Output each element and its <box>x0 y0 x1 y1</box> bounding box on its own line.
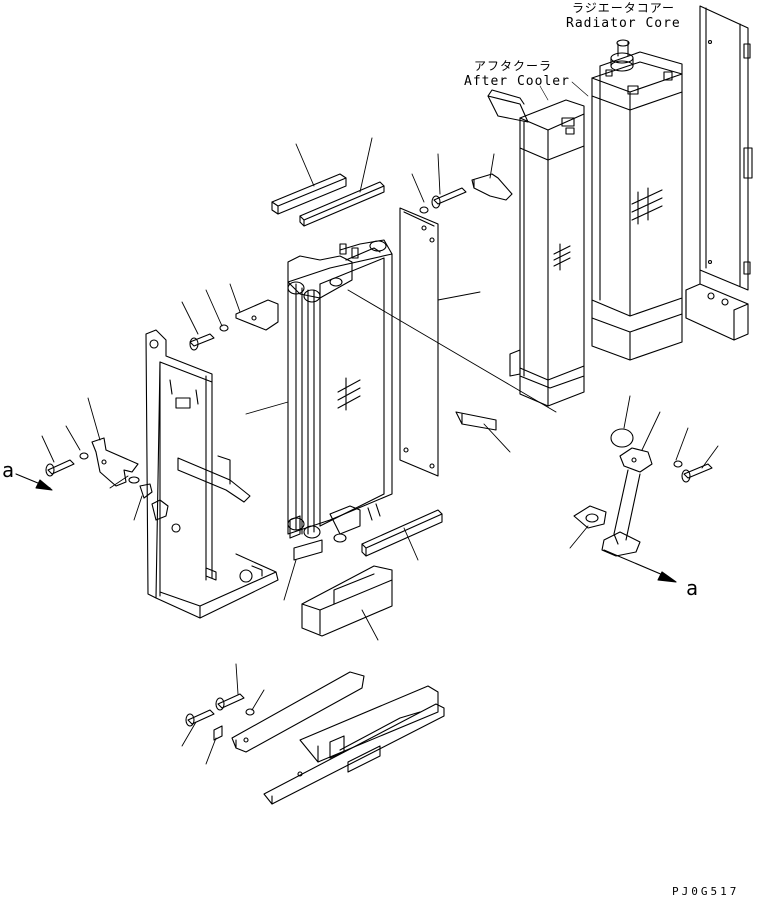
after-cooler <box>487 89 585 407</box>
rubber-block <box>301 565 393 637</box>
baffle-plate <box>399 207 439 477</box>
reference-mark-right: a <box>686 576 699 600</box>
reference-arrows <box>15 473 677 583</box>
radiator-assembly <box>287 239 393 543</box>
bottom-mount-assembly <box>185 671 445 805</box>
right-frame-bracket <box>685 5 753 341</box>
seal-strips <box>271 173 497 561</box>
hardware-left <box>45 437 153 499</box>
radiator-core-label-en: Radiator Core <box>566 16 681 31</box>
after-cooler-label-en: After Cooler <box>464 74 570 89</box>
left-frame <box>145 329 279 619</box>
after-cooler-label-jp: アフタクーラ <box>474 59 553 73</box>
radiator-core-label-jp: ラジエータコアー <box>572 1 676 15</box>
hardware-upper <box>189 173 513 351</box>
drawing-code: PJ0G517 <box>672 885 740 898</box>
reference-mark-left: a <box>2 458 15 482</box>
radiator-core <box>591 39 683 361</box>
hose-pipe <box>573 428 713 557</box>
leader-lines <box>41 81 719 765</box>
